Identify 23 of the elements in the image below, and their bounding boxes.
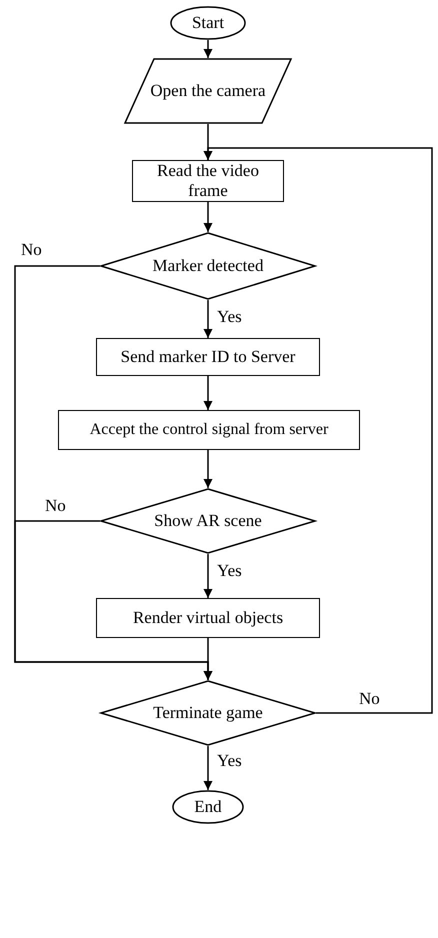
arrow	[204, 202, 212, 232]
node-text: Start	[190, 13, 226, 33]
arrow	[204, 147, 433, 714]
node-text: Show AR scene	[153, 511, 263, 531]
node-text: Render virtual objects	[132, 608, 284, 628]
process-box	[96, 598, 320, 638]
arrow	[204, 40, 212, 58]
arrow	[204, 450, 212, 488]
node-text: Terminate game	[152, 703, 264, 723]
arrow	[204, 746, 212, 790]
arrow	[204, 554, 212, 598]
arrow	[14, 520, 212, 680]
process-box	[96, 338, 320, 376]
node-text: Open the camera	[149, 81, 267, 101]
node-text: End	[193, 797, 223, 817]
node-text: Read the video frame	[156, 161, 260, 201]
arrow	[204, 376, 212, 410]
node-text: Accept the control signal from server	[88, 420, 330, 440]
process-box	[58, 410, 360, 450]
node-text: Marker detected	[152, 256, 264, 276]
node-text: Send marker ID to Server	[120, 347, 296, 367]
arrow	[204, 300, 212, 338]
process-box	[132, 160, 284, 202]
